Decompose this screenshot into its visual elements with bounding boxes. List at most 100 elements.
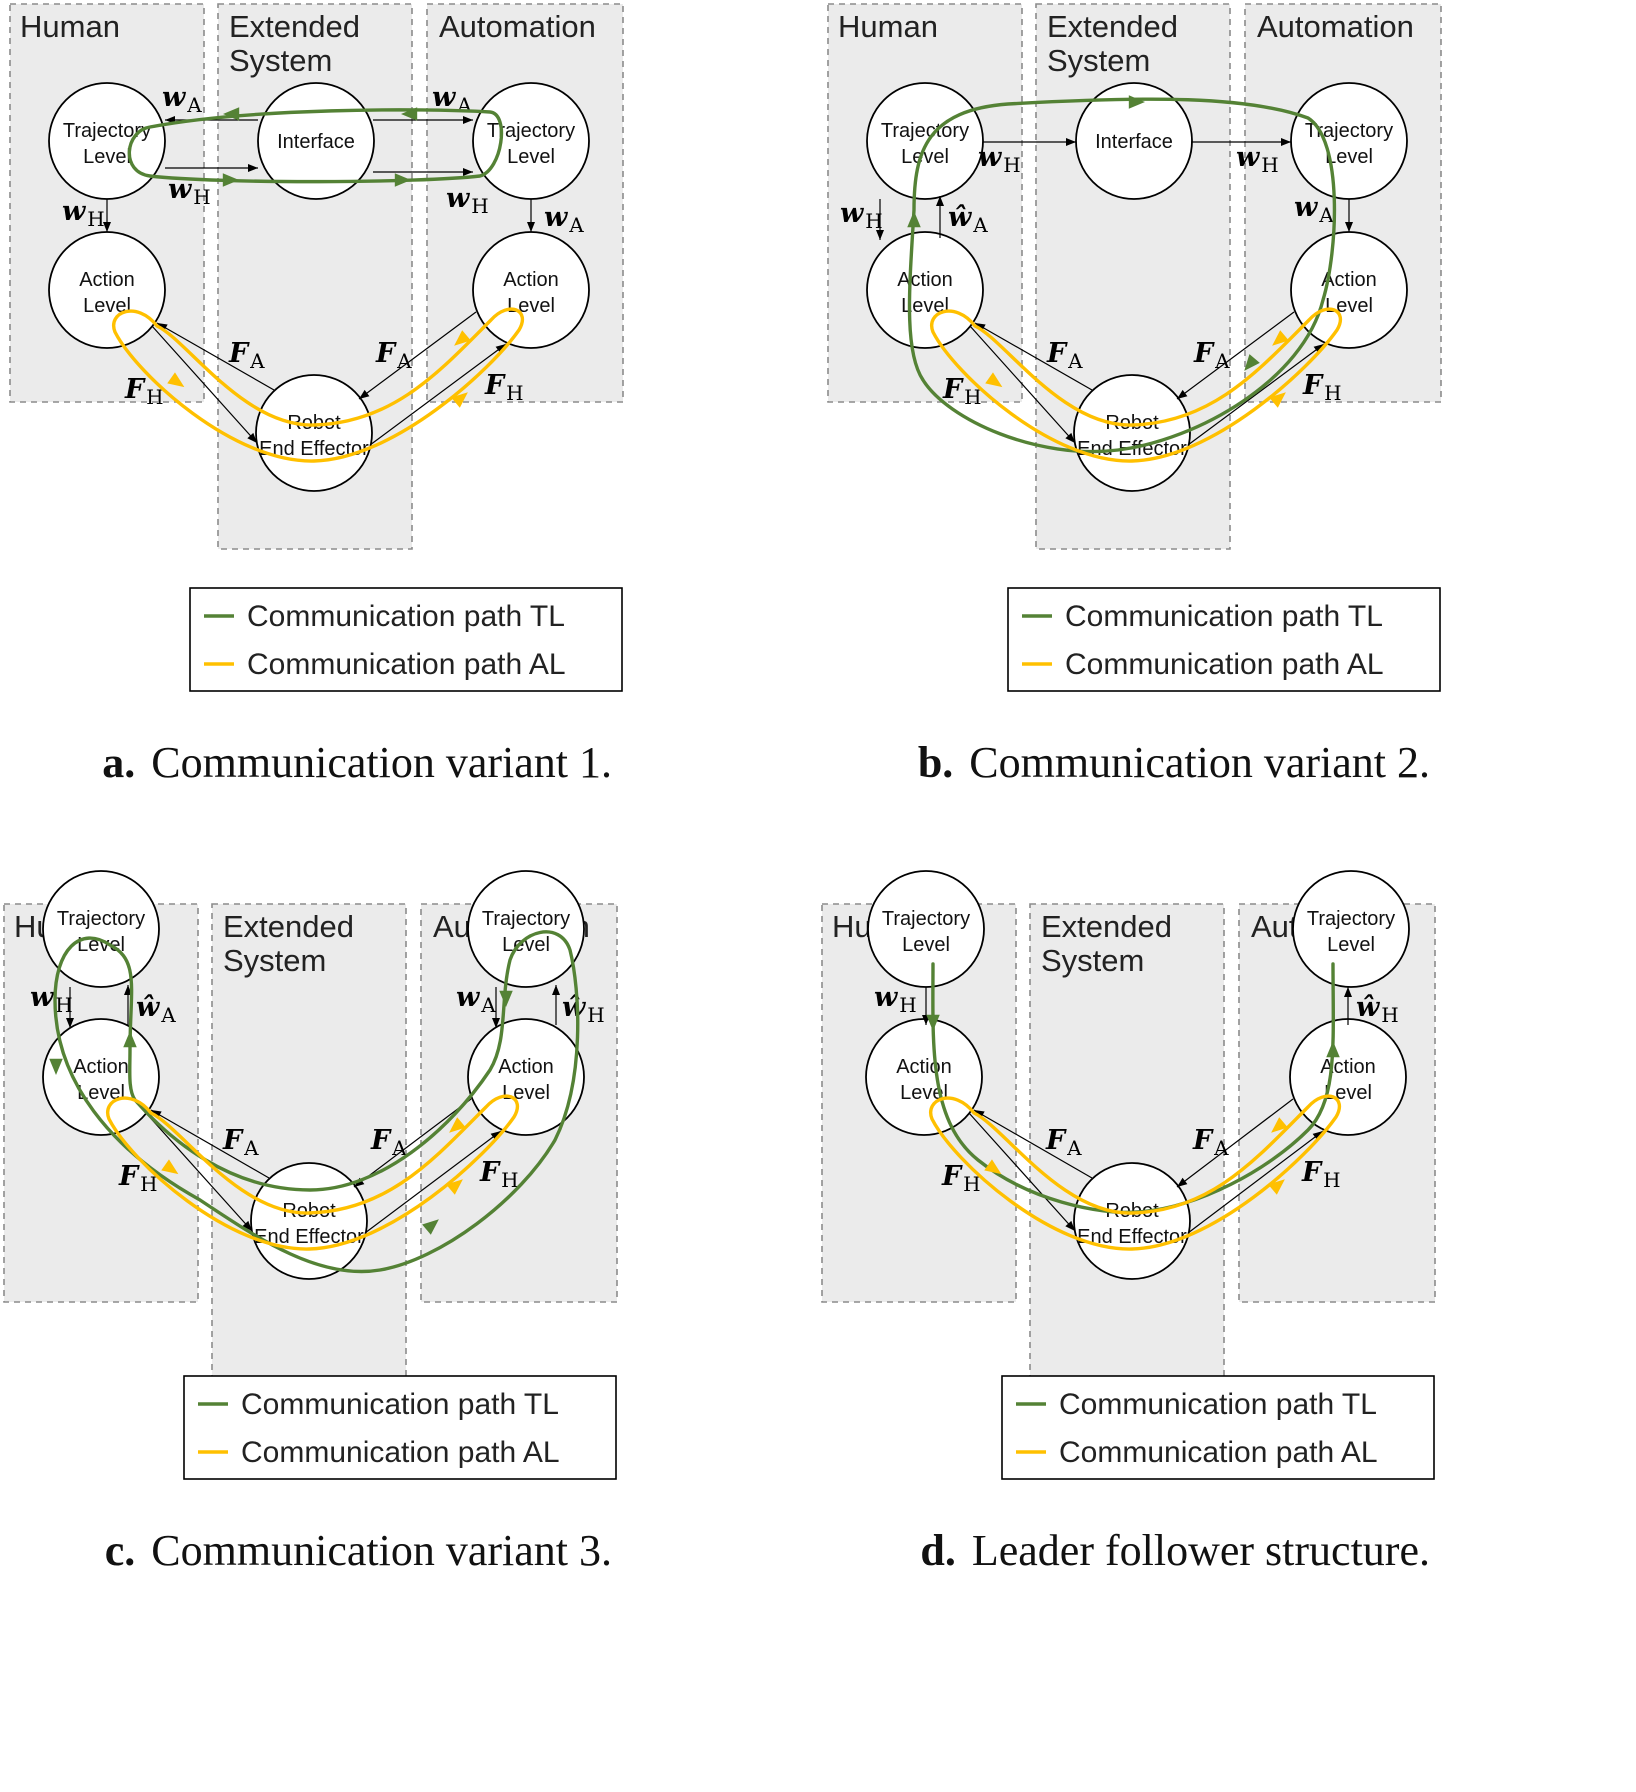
legend-tl-label: Communication path TL [1059,1388,1377,1421]
arrow-human-tl-al [103,199,111,232]
caption-b: b.Communication variant 2. [918,738,1430,787]
extended-column-title-line2: System [1041,943,1144,978]
wh-label-human-subscript: H [899,993,916,1017]
arrow-auto-tl-al [527,199,535,232]
human-action-node-label-line1: Action [896,1056,952,1078]
wh-hat-label-auto-base: ŵ [1356,992,1381,1023]
fh-label-auto-subscript: H [1324,381,1341,405]
legend: Communication path TL Communication path … [189,587,623,692]
human-action-node-label-line2: Level [900,1082,948,1104]
robot-node-label-line2: End Effector [254,1226,364,1248]
diagram-d: HumanExtendedSystemAutomationTrajectoryL… [821,870,1436,1575]
al-arrow-2 [446,1179,463,1195]
arrow-auto-iface-top [373,116,473,124]
automation-trajectory-node-label-line1: Trajectory [482,908,570,930]
fa-label-human-subscript: A [1066,1136,1082,1160]
wa-label-auto-base: w [1294,192,1319,223]
arrow-iface-auto [373,168,473,176]
wh-hat-label-auto-subscript: H [1381,1003,1398,1027]
tl-arrow-2 [401,107,418,121]
extended-column-title-line1: Extended [1047,9,1178,44]
automation-column-title: Automation [1257,9,1414,44]
fh-arrow-human [968,1112,1076,1232]
fh-label-human-subscript: H [146,385,163,409]
fa-label-auto-subscript: A [396,349,412,373]
legend-box [189,587,623,692]
automation-action-node-label-line1: Action [503,269,559,291]
fa-label-auto-subscript: A [1213,1136,1229,1160]
wh-label-bottom-right-subscript: H [471,194,488,218]
automation-action-node-label-line2: Level [1325,295,1373,317]
fh-label-auto-base: F [479,1157,501,1188]
arrow-auto-tl-al [492,987,500,1028]
human-action-node-label-line2: Level [77,1082,125,1104]
automation-action-node-label-line2: Level [1324,1082,1372,1104]
human-trajectory-node-label-line1: Trajectory [57,908,145,930]
panel-d: HumanExtendedSystemAutomationTrajectoryL… [818,870,1636,1792]
tl-arrow-3 [222,173,239,187]
legend-al-label: Communication path AL [247,648,566,681]
wa-hat-label-human-base: ŵ [136,992,161,1023]
fh-arrow-auto [369,343,507,446]
tl-path [49,930,580,1274]
wa-label-auto-subscript: A [568,213,584,237]
wa-label-top-right-base: w [432,82,457,113]
fh-arrow-auto [1187,343,1325,446]
wh-label-human-subscript: H [87,207,104,231]
fa-label-human-base: F [222,1125,244,1156]
legend-tl-label: Communication path TL [247,600,565,633]
automation-trajectory-node-label-line2: Level [1325,146,1373,168]
human-trajectory-node-label-line1: Trajectory [63,120,151,142]
automation-trajectory-node-label-line2: Level [1327,934,1375,956]
tl-arrow-2 [49,1058,63,1075]
automation-action-node-label-line1: Action [1321,269,1377,291]
arrow-auto-al-tl [1344,987,1352,1025]
fh-label-human-subscript: H [963,1172,980,1196]
tl-arrow-2 [1326,1041,1340,1058]
automation-trajectory-node-label-line1: Trajectory [1307,908,1395,930]
arrow-human-iface [165,164,258,172]
fa-arrow-auto [1176,311,1295,400]
caption-c: c.Communication variant 3. [105,1526,612,1575]
diagram-c: HumanExtendedSystemAutomationTrajectoryL… [3,870,618,1575]
robot-node-label-line1: Robot [282,1200,336,1222]
al-arrow-3 [449,1117,466,1133]
caption-letter: b. [918,738,953,787]
fa-label-human-subscript: A [243,1136,259,1160]
arrow-human-iface [983,138,1076,146]
wa-hat-label-human-subscript: A [160,1003,176,1027]
wh-label-human-subscript: H [55,993,72,1017]
caption-letter: c. [105,1526,136,1575]
arrow-auto-al-tl [552,985,560,1025]
extended-column-title-line2: System [1047,43,1150,78]
fh-label-human-base: F [942,374,964,405]
caption-text: Communication variant 1. [151,738,612,787]
fa-label-auto-base: F [1193,338,1215,369]
tl-arrow-1 [926,1014,940,1031]
fh-label-human-base: F [124,374,146,405]
fh-label-human-base: F [118,1161,140,1192]
wa-label-top-left-base: w [162,82,187,113]
